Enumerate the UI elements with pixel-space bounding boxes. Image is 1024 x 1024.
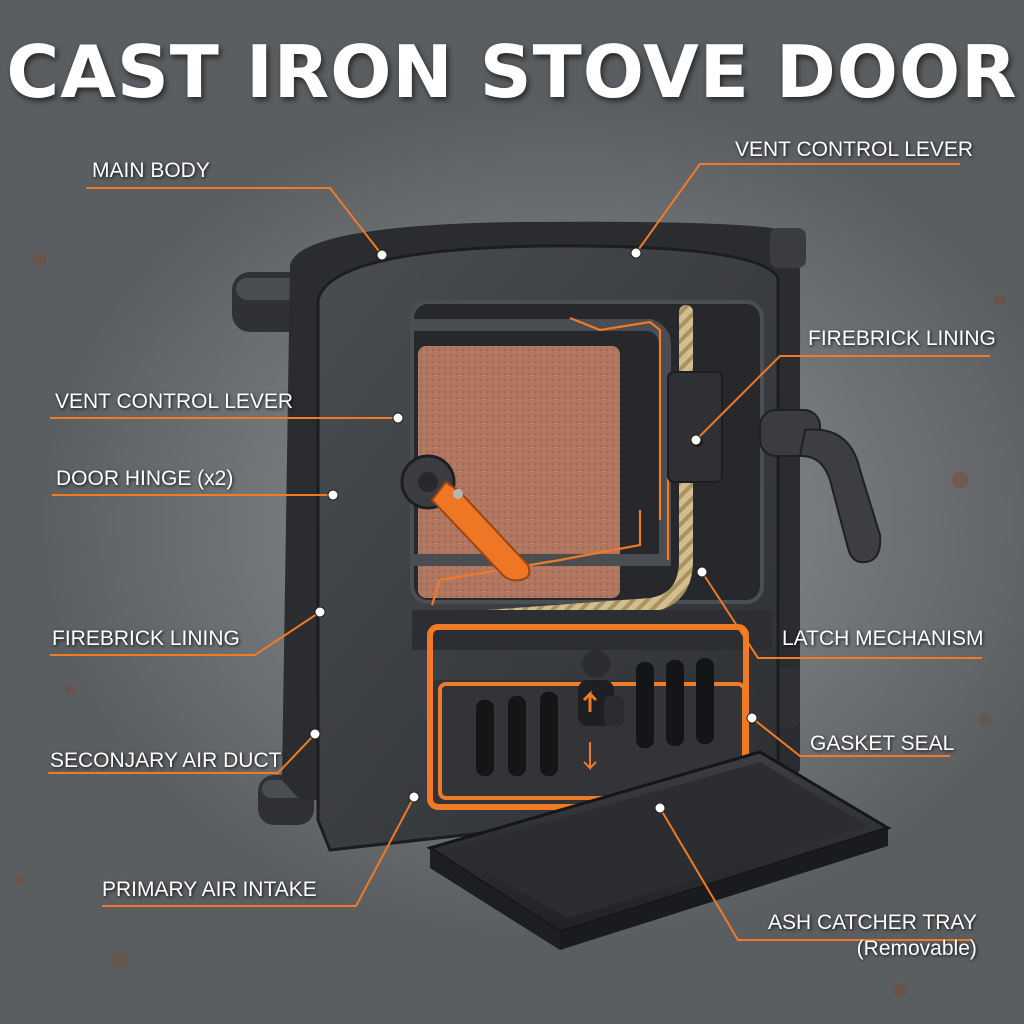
leader-ash-tray bbox=[659, 807, 972, 941]
label-gasket-seal: GASKET SEAL bbox=[810, 732, 955, 755]
gasket-rope bbox=[413, 305, 693, 629]
leader-gasket bbox=[751, 717, 950, 757]
leader-latch bbox=[701, 571, 982, 659]
right-top-bracket bbox=[770, 228, 806, 268]
label-ash-catcher-tray-note: (Removable) bbox=[856, 937, 977, 960]
callout-leader-lines bbox=[48, 163, 990, 941]
airflow-arrows bbox=[430, 316, 670, 606]
label-primary-air-intake: PRIMARY AIR INTAKE bbox=[102, 878, 317, 901]
label-latch-mechanism: LATCH MECHANISM bbox=[782, 627, 984, 650]
label-ash-catcher-tray-name: ASH CATCHER TRAY bbox=[768, 911, 977, 934]
leader-firebrick-left bbox=[50, 611, 321, 656]
vent-control-lever bbox=[400, 454, 531, 582]
leader-firebrick-right bbox=[695, 355, 990, 441]
label-ash-catcher-tray: ASH CATCHER TRAY (Removable) bbox=[768, 910, 977, 962]
leader-secondary-duct bbox=[48, 733, 316, 774]
label-secondary-air-duct: SECONJARY AIR DUCT bbox=[50, 749, 282, 772]
door-handle bbox=[759, 409, 882, 564]
label-firebrick-lining-left: FIREBRICK LINING bbox=[52, 627, 240, 650]
rust-spots bbox=[15, 253, 1006, 997]
label-main-body: MAIN BODY bbox=[92, 159, 210, 182]
label-vent-control-lever-top: VENT CONTROL LEVER bbox=[735, 138, 974, 161]
leader-vent-lever-top bbox=[635, 163, 960, 254]
callout-anchor-dots bbox=[309, 247, 758, 814]
latch-block bbox=[667, 371, 723, 483]
leader-main-body bbox=[86, 187, 383, 256]
label-door-hinge: DOOR HINGE (x2) bbox=[56, 467, 234, 490]
diagram-title: CAST IRON STOVE DOOR bbox=[6, 30, 1018, 114]
ash-catcher-tray bbox=[426, 750, 892, 950]
leader-primary-intake bbox=[102, 796, 415, 907]
label-firebrick-lining-right: FIREBRICK LINING bbox=[808, 327, 996, 350]
label-vent-control-lever-left: VENT CONTROL LEVER bbox=[55, 390, 294, 413]
